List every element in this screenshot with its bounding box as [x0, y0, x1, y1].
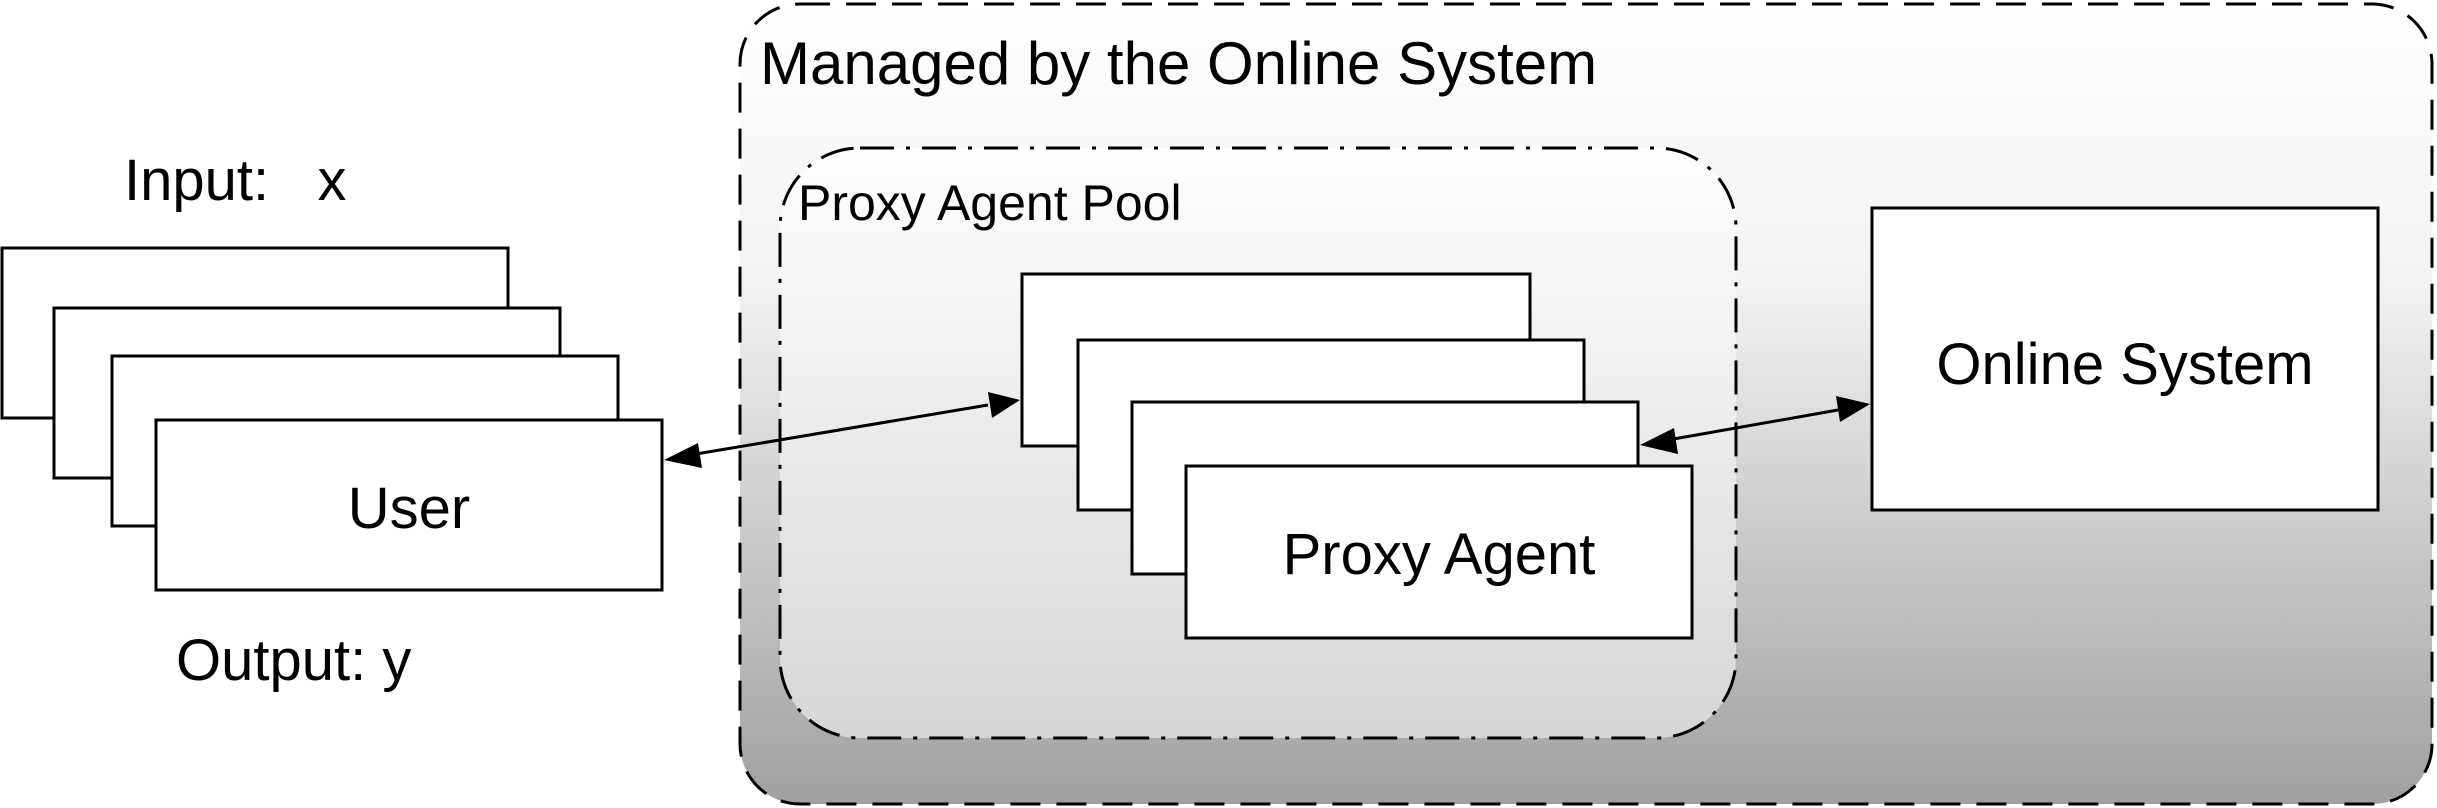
user-input-label: Input: x — [124, 148, 346, 213]
user-proxy-arrowhead-left — [664, 443, 702, 468]
proxy-online-arrow — [1640, 396, 1870, 454]
user-output-label: Output: y — [176, 628, 411, 693]
user-card-front — [154, 418, 664, 592]
user-card-label: User — [348, 476, 470, 541]
user-proxy-arrowhead-right — [988, 392, 1020, 418]
managed-region-label: Managed by the Online System — [760, 30, 1597, 97]
proxy-online-arrowhead-right — [1836, 396, 1870, 422]
online-system-box — [1870, 206, 2380, 512]
online-system-label: Online System — [1936, 332, 2313, 397]
proxy-card-front — [1184, 464, 1694, 640]
proxy-card-label: Proxy Agent — [1283, 522, 1596, 587]
user-proxy-arrow — [664, 392, 1020, 468]
proxy-online-arrowhead-left — [1640, 428, 1678, 454]
proxy-pool-label: Proxy Agent Pool — [798, 175, 1182, 231]
